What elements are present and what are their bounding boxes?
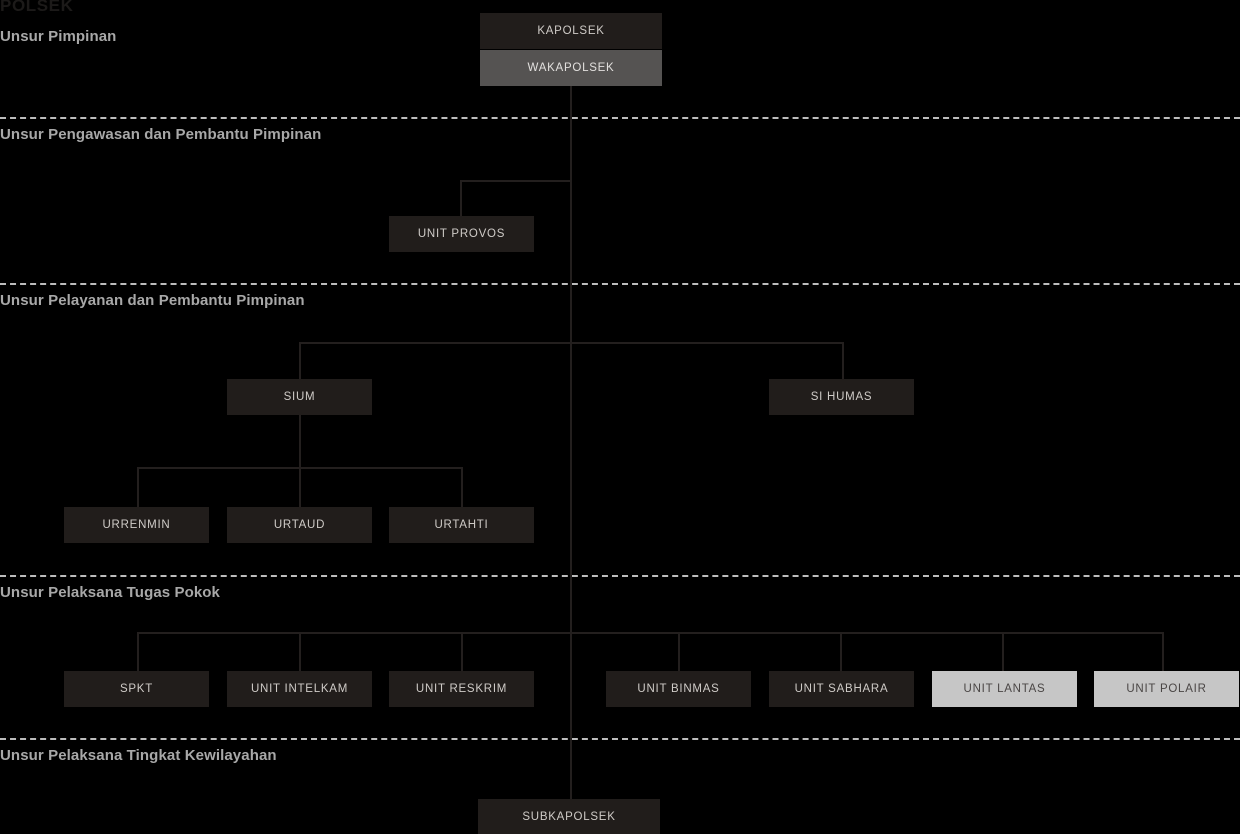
- connector-sium-drop: [299, 342, 301, 380]
- connector-tugas-pokok-horizontal: [137, 632, 1163, 634]
- node-unit-intelkam[interactable]: UNIT INTELKAM: [227, 671, 372, 707]
- node-urtahti[interactable]: URTAHTI: [389, 507, 534, 543]
- section-label-unsur-pengawasan-dan-pembantu-pimpinan: Unsur Pengawasan dan Pembantu Pimpinan: [0, 126, 322, 143]
- connector-spkt-drop: [137, 632, 139, 671]
- connector-provos-horizontal: [460, 180, 572, 182]
- section-label-unsur-pelayanan-dan-pembantu-pimpinan: Unsur Pelayanan dan Pembantu Pimpinan: [0, 292, 305, 309]
- node-unit-sabhara[interactable]: UNIT SABHARA: [769, 671, 914, 707]
- connector-unit-intelkam-drop: [299, 632, 301, 671]
- connector-unit-lantas-drop: [1002, 632, 1004, 671]
- node-unit-lantas[interactable]: UNIT LANTAS: [932, 671, 1077, 707]
- connector-si-humas-drop: [842, 342, 844, 380]
- node-unit-polair[interactable]: UNIT POLAIR: [1094, 671, 1239, 707]
- page-title: POLSEK: [0, 0, 74, 15]
- connector-urtaud-drop: [299, 467, 301, 507]
- node-unit-reskrim[interactable]: UNIT RESKRIM: [389, 671, 534, 707]
- connector-urtahti-drop: [461, 467, 463, 507]
- node-unit-binmas[interactable]: UNIT BINMAS: [606, 671, 751, 707]
- section-divider-2: [0, 283, 1240, 285]
- section-label-unsur-pelaksana-tugas-pokok: Unsur Pelaksana Tugas Pokok: [0, 584, 221, 601]
- node-subkapolsek[interactable]: SUBKAPOLSEK: [478, 799, 660, 834]
- connector-unit-reskrim-drop: [461, 632, 463, 671]
- node-wakapolsek[interactable]: WAKAPOLSEK: [480, 50, 662, 86]
- section-divider-3: [0, 575, 1240, 577]
- node-urtaud[interactable]: URTAUD: [227, 507, 372, 543]
- node-si-humas[interactable]: SI HUMAS: [769, 379, 914, 415]
- connector-unit-sabhara-drop: [840, 632, 842, 671]
- connector-pelayanan-horizontal: [299, 342, 844, 344]
- section-divider-4: [0, 738, 1240, 740]
- section-label-unsur-pelaksana-tingkat-kewilayahan: Unsur Pelaksana Tingkat Kewilayahan: [0, 747, 277, 764]
- connector-urrenmin-drop: [137, 467, 139, 507]
- node-urrenmin[interactable]: URRENMIN: [64, 507, 209, 543]
- connector-provos-drop: [460, 180, 462, 216]
- node-sium[interactable]: SIUM: [227, 379, 372, 415]
- connector-sium-stem: [299, 415, 301, 468]
- node-spkt[interactable]: SPKT: [64, 671, 209, 707]
- section-divider-1: [0, 117, 1240, 119]
- section-label-unsur-pimpinan: Unsur Pimpinan: [0, 28, 117, 45]
- node-kapolsek[interactable]: KAPOLSEK: [480, 13, 662, 49]
- node-unit-provos[interactable]: UNIT PROVOS: [389, 216, 534, 252]
- connector-unit-binmas-drop: [678, 632, 680, 671]
- connector-main-spine: [570, 86, 572, 801]
- connector-unit-polair-drop: [1162, 632, 1164, 671]
